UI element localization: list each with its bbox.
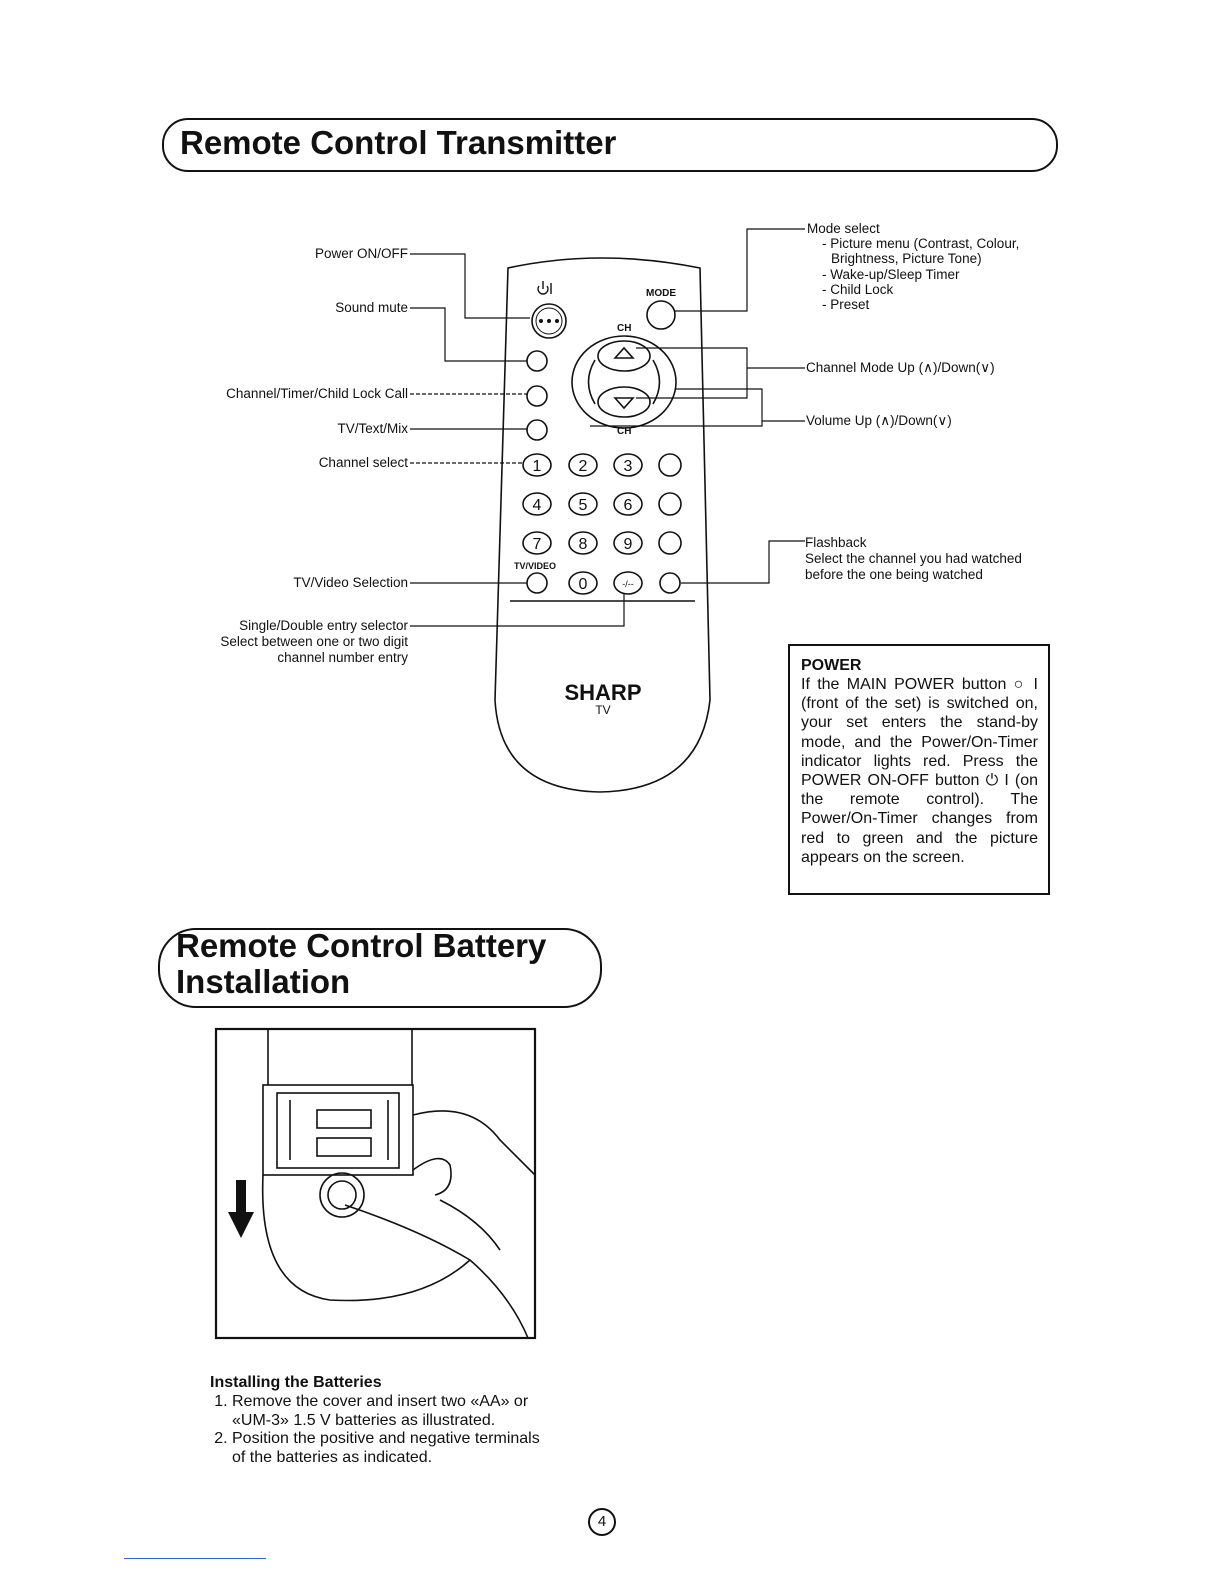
mute-icon <box>539 319 559 323</box>
page-number: 4 <box>588 1508 616 1536</box>
digit-key <box>522 453 552 477</box>
label-single-double: Single/Double entry selector <box>239 618 408 633</box>
mute-key <box>531 303 567 339</box>
mode-item: - Wake-up/Sleep Timer <box>822 267 960 282</box>
battery-illustration <box>214 1027 537 1340</box>
mode-item: Brightness, Picture Tone) <box>831 251 982 266</box>
power-info-box: POWER If the MAIN POWER button ○ I (fron… <box>788 644 1050 895</box>
mode-item: - Picture menu (Contrast, Colour, <box>822 236 1020 251</box>
label-power: Power ON/OFF <box>314 246 408 261</box>
digit-5: 5 <box>579 497 588 514</box>
single-double-key <box>613 571 643 595</box>
install-step: Position the positive and negative termi… <box>232 1430 540 1467</box>
text-mix-key <box>526 419 548 441</box>
mode-item: - Child Lock <box>822 282 894 297</box>
label-flashback-desc: Select the channel you had watched <box>805 551 1022 566</box>
power-icon <box>537 281 552 295</box>
label-flashback-desc: before the one being watched <box>805 567 983 582</box>
arrow-down-icon <box>228 1180 254 1238</box>
single-double-key-label: -/-- <box>622 579 634 589</box>
power-box-text: If the MAIN POWER button ○ I (front of t… <box>801 676 1038 866</box>
ch-top-label: CH <box>617 323 631 334</box>
digit-key <box>522 492 552 516</box>
footer-link-line <box>124 1558 266 1559</box>
digit-7: 7 <box>533 536 542 553</box>
mode-item: - Preset <box>822 297 870 312</box>
digit-8: 8 <box>579 536 588 553</box>
install-instructions: Installing the Batteries Remove the cove… <box>210 1373 540 1467</box>
blank-key <box>658 453 682 477</box>
mode-key <box>646 300 676 330</box>
digit-key <box>568 531 598 555</box>
power-box-title: POWER <box>801 657 862 674</box>
digit-9: 9 <box>624 536 633 553</box>
label-mute: Sound mute <box>335 300 408 315</box>
remote-outline <box>494 257 711 793</box>
digit-key <box>613 492 643 516</box>
section-title: Remote Control Transmitter <box>180 124 617 161</box>
label-channel-select: Channel select <box>318 455 408 470</box>
label-text-mix: TV/Text/Mix <box>337 421 408 436</box>
label-flashback: Flashback <box>805 535 867 550</box>
label-mode-select: Mode select <box>807 221 880 236</box>
section-banner <box>162 118 1058 172</box>
tv-video-key-label: TV/VIDEO <box>514 561 556 571</box>
battery-1 <box>316 1109 372 1129</box>
flashback-key <box>659 572 681 594</box>
install-step: Remove the cover and insert two «AA» or … <box>232 1393 540 1430</box>
digit-key <box>613 453 643 477</box>
digit-2: 2 <box>579 458 588 475</box>
label-single-double-desc: Select between one or two digit <box>220 634 408 649</box>
digit-key <box>568 571 598 595</box>
brand-sub: TV <box>595 703 610 717</box>
ch-bottom-label: CH <box>617 426 631 437</box>
digit-key <box>613 531 643 555</box>
install-heading: Installing the Batteries <box>210 1374 382 1391</box>
digit-key <box>522 531 552 555</box>
section-banner <box>158 928 602 1008</box>
call-key <box>526 385 548 407</box>
tv-video-key <box>526 572 548 594</box>
digit-4: 4 <box>533 497 542 514</box>
digit-3: 3 <box>624 458 633 475</box>
section-title: Remote Control Battery Installation <box>176 928 596 1000</box>
blank-key <box>658 492 682 516</box>
label-tv-video: TV/Video Selection <box>293 575 408 590</box>
label-call: Channel/Timer/Child Lock Call <box>226 386 408 401</box>
label-volume: Volume Up (∧)/Down(∨) <box>806 413 952 428</box>
battery-2 <box>316 1137 372 1157</box>
label-single-double-desc: channel number entry <box>277 650 408 665</box>
blank-key <box>658 531 682 555</box>
digit-0: 0 <box>579 576 588 593</box>
brand-logo: SHARP <box>564 680 641 705</box>
digit-1: 1 <box>533 458 542 475</box>
digit-key <box>568 453 598 477</box>
digit-key <box>568 492 598 516</box>
digit-6: 6 <box>624 497 633 514</box>
mute-small-key <box>526 350 548 372</box>
section-title-line1: Remote Control Battery <box>176 927 547 964</box>
section-title-line2: Installation <box>176 963 351 1000</box>
dpad <box>571 335 677 429</box>
mode-key-label: MODE <box>646 288 676 299</box>
label-channel-mode: Channel Mode Up (∧)/Down(∨) <box>806 360 995 375</box>
